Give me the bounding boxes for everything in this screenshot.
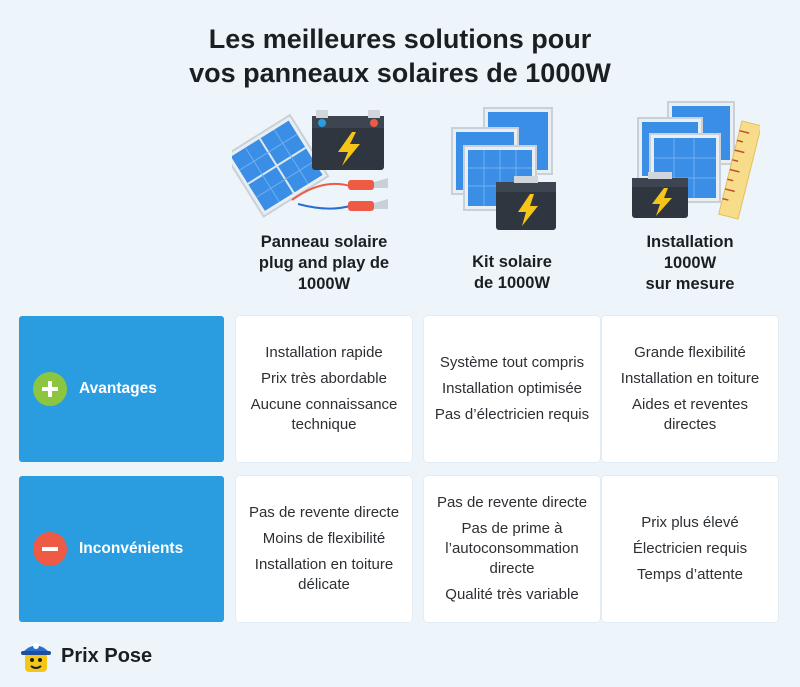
cell-avantages-custom: Grande flexibilité Installation en toitu… bbox=[602, 316, 778, 462]
solar-kit-icon bbox=[451, 107, 556, 230]
cell-avantages-plug-and-play: Installation rapide Prix très abordable … bbox=[236, 316, 412, 462]
cell-item: Qualité très variable bbox=[445, 586, 579, 603]
prix-pose-mascot-icon bbox=[21, 643, 51, 672]
row-label-avantages: Avantages bbox=[19, 316, 224, 462]
brand-name: Prix Pose bbox=[61, 644, 153, 667]
custom-installation-icon bbox=[632, 101, 760, 220]
column-heading-line: de 1000W bbox=[473, 274, 551, 292]
cell-item: Temps d’attente bbox=[637, 566, 743, 583]
cell-inconvenients-kit: Pas de revente directe Pas de prime à l’… bbox=[424, 476, 600, 622]
cell-item: Installation rapide bbox=[265, 344, 383, 361]
cell-item: Prix plus élevé bbox=[641, 514, 739, 531]
title-line-2: vos panneaux solaires de 1000W bbox=[189, 58, 611, 88]
cell-item: Moins de flexibilité bbox=[262, 530, 386, 547]
cell-item: Pas d’électricien requis bbox=[434, 406, 590, 423]
column-heading-line: 1000W bbox=[663, 254, 717, 272]
solar-panel-battery-cables-icon bbox=[232, 110, 388, 218]
column-heading-line: Kit solaire bbox=[472, 253, 552, 271]
cell-item: Installation optimisée bbox=[441, 380, 583, 397]
minus-icon bbox=[33, 532, 67, 566]
column-heading-custom: Installation 1000W sur mesure bbox=[602, 232, 778, 295]
cell-item: Installation en toiture bbox=[620, 370, 760, 387]
column-heading-line: 1000W bbox=[297, 275, 351, 293]
column-heading-kit: Kit solaire de 1000W bbox=[424, 252, 600, 294]
page-title: Les meilleures solutions pour vos pannea… bbox=[0, 22, 800, 90]
column-heading-line: Panneau solaire bbox=[260, 233, 388, 251]
cell-item: Aucune connaissance technique bbox=[250, 396, 398, 433]
column-heading-line: Installation bbox=[646, 233, 734, 251]
title-line-1: Les meilleures solutions pour bbox=[208, 24, 592, 54]
cell-inconvenients-plug-and-play: Pas de revente directe Moins de flexibil… bbox=[236, 476, 412, 622]
row-label-text: Inconvénients bbox=[79, 540, 184, 557]
cell-item: Système tout compris bbox=[439, 354, 585, 371]
cell-inconvenients-custom: Prix plus élevé Électricien requis Temps… bbox=[602, 476, 778, 622]
brand-logo: Prix Pose bbox=[19, 636, 152, 676]
plus-icon bbox=[33, 372, 67, 406]
column-heading-line: plug and play de bbox=[258, 254, 390, 272]
column-heading-plug-and-play: Panneau solaire plug and play de 1000W bbox=[236, 232, 412, 295]
cell-item: Installation en toiture délicate bbox=[254, 556, 394, 593]
cell-item: Aides et reventes directes bbox=[632, 396, 748, 433]
cell-item: Grande flexibilité bbox=[634, 344, 746, 361]
cell-item: Électricien requis bbox=[632, 540, 748, 557]
cell-item: Pas de revente directe bbox=[436, 494, 588, 511]
column-heading-line: sur mesure bbox=[645, 275, 735, 293]
cell-item: Prix très abordable bbox=[261, 370, 387, 387]
cell-item: Pas de revente directe bbox=[248, 504, 400, 521]
row-label-inconvenients: Inconvénients bbox=[19, 476, 224, 622]
row-label-text: Avantages bbox=[79, 380, 157, 397]
cell-item: Pas de prime à l’autoconsommation direct… bbox=[445, 520, 579, 577]
cell-avantages-kit: Système tout compris Installation optimi… bbox=[424, 316, 600, 462]
